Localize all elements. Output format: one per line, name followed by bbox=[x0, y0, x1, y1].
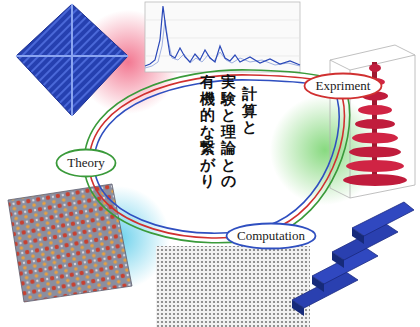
atom-grid bbox=[156, 246, 310, 327]
central-message: 計算と実験と理論との有機的な繋がり bbox=[200, 74, 257, 190]
spectrum-plot bbox=[145, 2, 300, 72]
label-oval: Theory bbox=[55, 148, 117, 178]
crystal-lattice bbox=[8, 184, 132, 302]
oval-label: Computation bbox=[237, 228, 305, 244]
oval-shape bbox=[57, 150, 116, 177]
label-oval: Computation bbox=[225, 222, 317, 250]
oval-shape bbox=[305, 74, 382, 99]
vertical-text: 実験と理論との bbox=[221, 74, 236, 190]
layered-slabs bbox=[292, 202, 414, 316]
oval-label: Theory bbox=[67, 155, 105, 171]
vertical-text: 有機的な繋がり bbox=[200, 74, 215, 190]
linking-rings bbox=[84, 70, 350, 243]
label-oval: Expriment bbox=[303, 72, 383, 100]
oval-label: Expriment bbox=[316, 78, 371, 94]
dendrite-crystal bbox=[16, 4, 128, 116]
dendrite-3d bbox=[330, 45, 415, 198]
vertical-text: 計算と bbox=[242, 86, 257, 136]
oval-shape bbox=[227, 224, 316, 249]
